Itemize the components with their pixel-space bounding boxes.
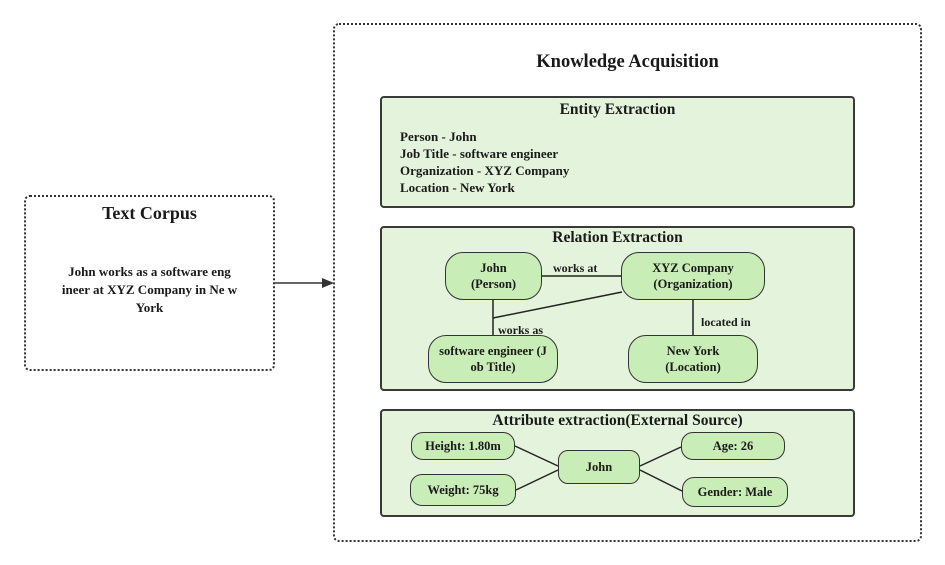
edge-label-located-in: located in — [701, 315, 751, 329]
entity-item-job-title: Job Title - software engineer — [400, 146, 559, 161]
entity-extraction-panel: Entity Extraction Person - John Job Titl… — [380, 96, 855, 208]
attribute-age: Age: 26 — [681, 432, 785, 460]
text-corpus-box: Text Corpus John works as a software eng… — [24, 195, 275, 371]
node-xyz-company: XYZ Company (Organization) — [621, 252, 765, 300]
node-engineer-line2: ob Title) — [470, 360, 516, 374]
node-newyork-line2: (Location) — [665, 360, 721, 374]
edge-height — [514, 445, 559, 467]
relation-extraction-title: Relation Extraction — [552, 229, 683, 246]
text-corpus-body: John works as a software eng ineer at XY… — [61, 264, 238, 315]
edge-john-xyz-diagonal — [492, 291, 623, 319]
attribute-height: Height: 1.80m — [411, 432, 515, 460]
node-xyz-line2: (Organization) — [653, 277, 733, 291]
entity-item-location: Location - New York — [400, 180, 515, 195]
node-john: John (Person) — [445, 252, 542, 300]
node-engineer-line1: software engineer (J — [439, 344, 547, 358]
text-corpus-title: Text Corpus — [102, 203, 197, 223]
knowledge-acquisition-title: Knowledge Acquisition — [536, 52, 719, 72]
node-newyork-line1: New York — [666, 344, 720, 358]
edge-age — [639, 446, 682, 467]
edge-gender — [639, 469, 683, 492]
node-new-york: New York (Location) — [628, 335, 758, 383]
attribute-center-john: John — [558, 450, 640, 484]
node-john-line1: John — [480, 261, 507, 275]
entity-extraction-title: Entity Extraction — [559, 101, 676, 118]
knowledge-acquisition-box — [333, 23, 922, 542]
node-xyz-line1: XYZ Company — [652, 261, 734, 275]
entity-item-person: Person - John — [400, 129, 477, 144]
edge-label-works-as: works as — [498, 323, 544, 337]
node-john-line2: (Person) — [470, 277, 517, 291]
entity-item-organization: Organization - XYZ Company — [400, 163, 570, 178]
edge-weight — [515, 469, 559, 491]
attribute-gender: Gender: Male — [682, 477, 788, 507]
attribute-weight: Weight: 75kg — [410, 474, 516, 506]
entity-list: Person - John Job Title - software engin… — [400, 128, 569, 196]
attribute-extraction-title: Attribute extraction(External Source) — [492, 412, 743, 429]
node-software-engineer: software engineer (J ob Title) — [428, 335, 558, 383]
edge-label-works-at: works at — [553, 261, 598, 275]
